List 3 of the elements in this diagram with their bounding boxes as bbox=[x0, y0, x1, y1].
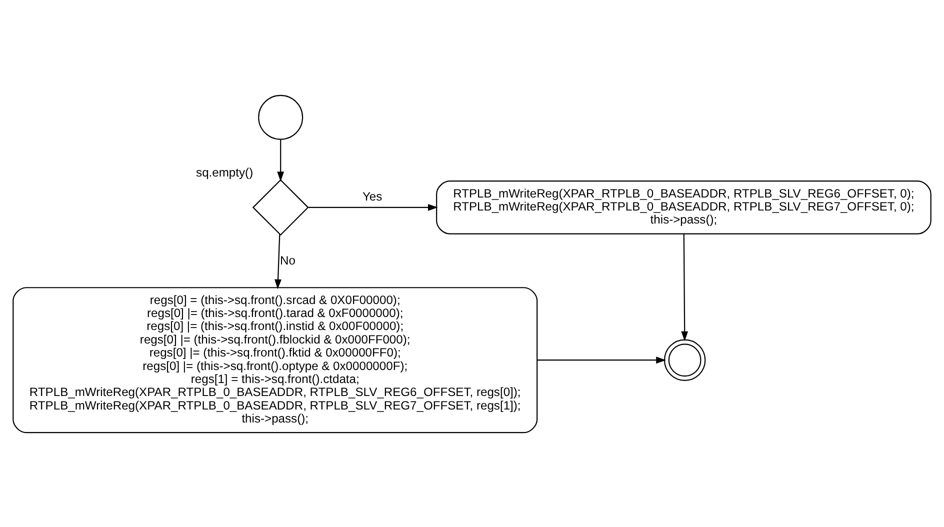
edge-label: Yes bbox=[362, 189, 382, 204]
node-label: sq.empty() bbox=[196, 164, 254, 179]
edge-label: No bbox=[280, 252, 296, 267]
